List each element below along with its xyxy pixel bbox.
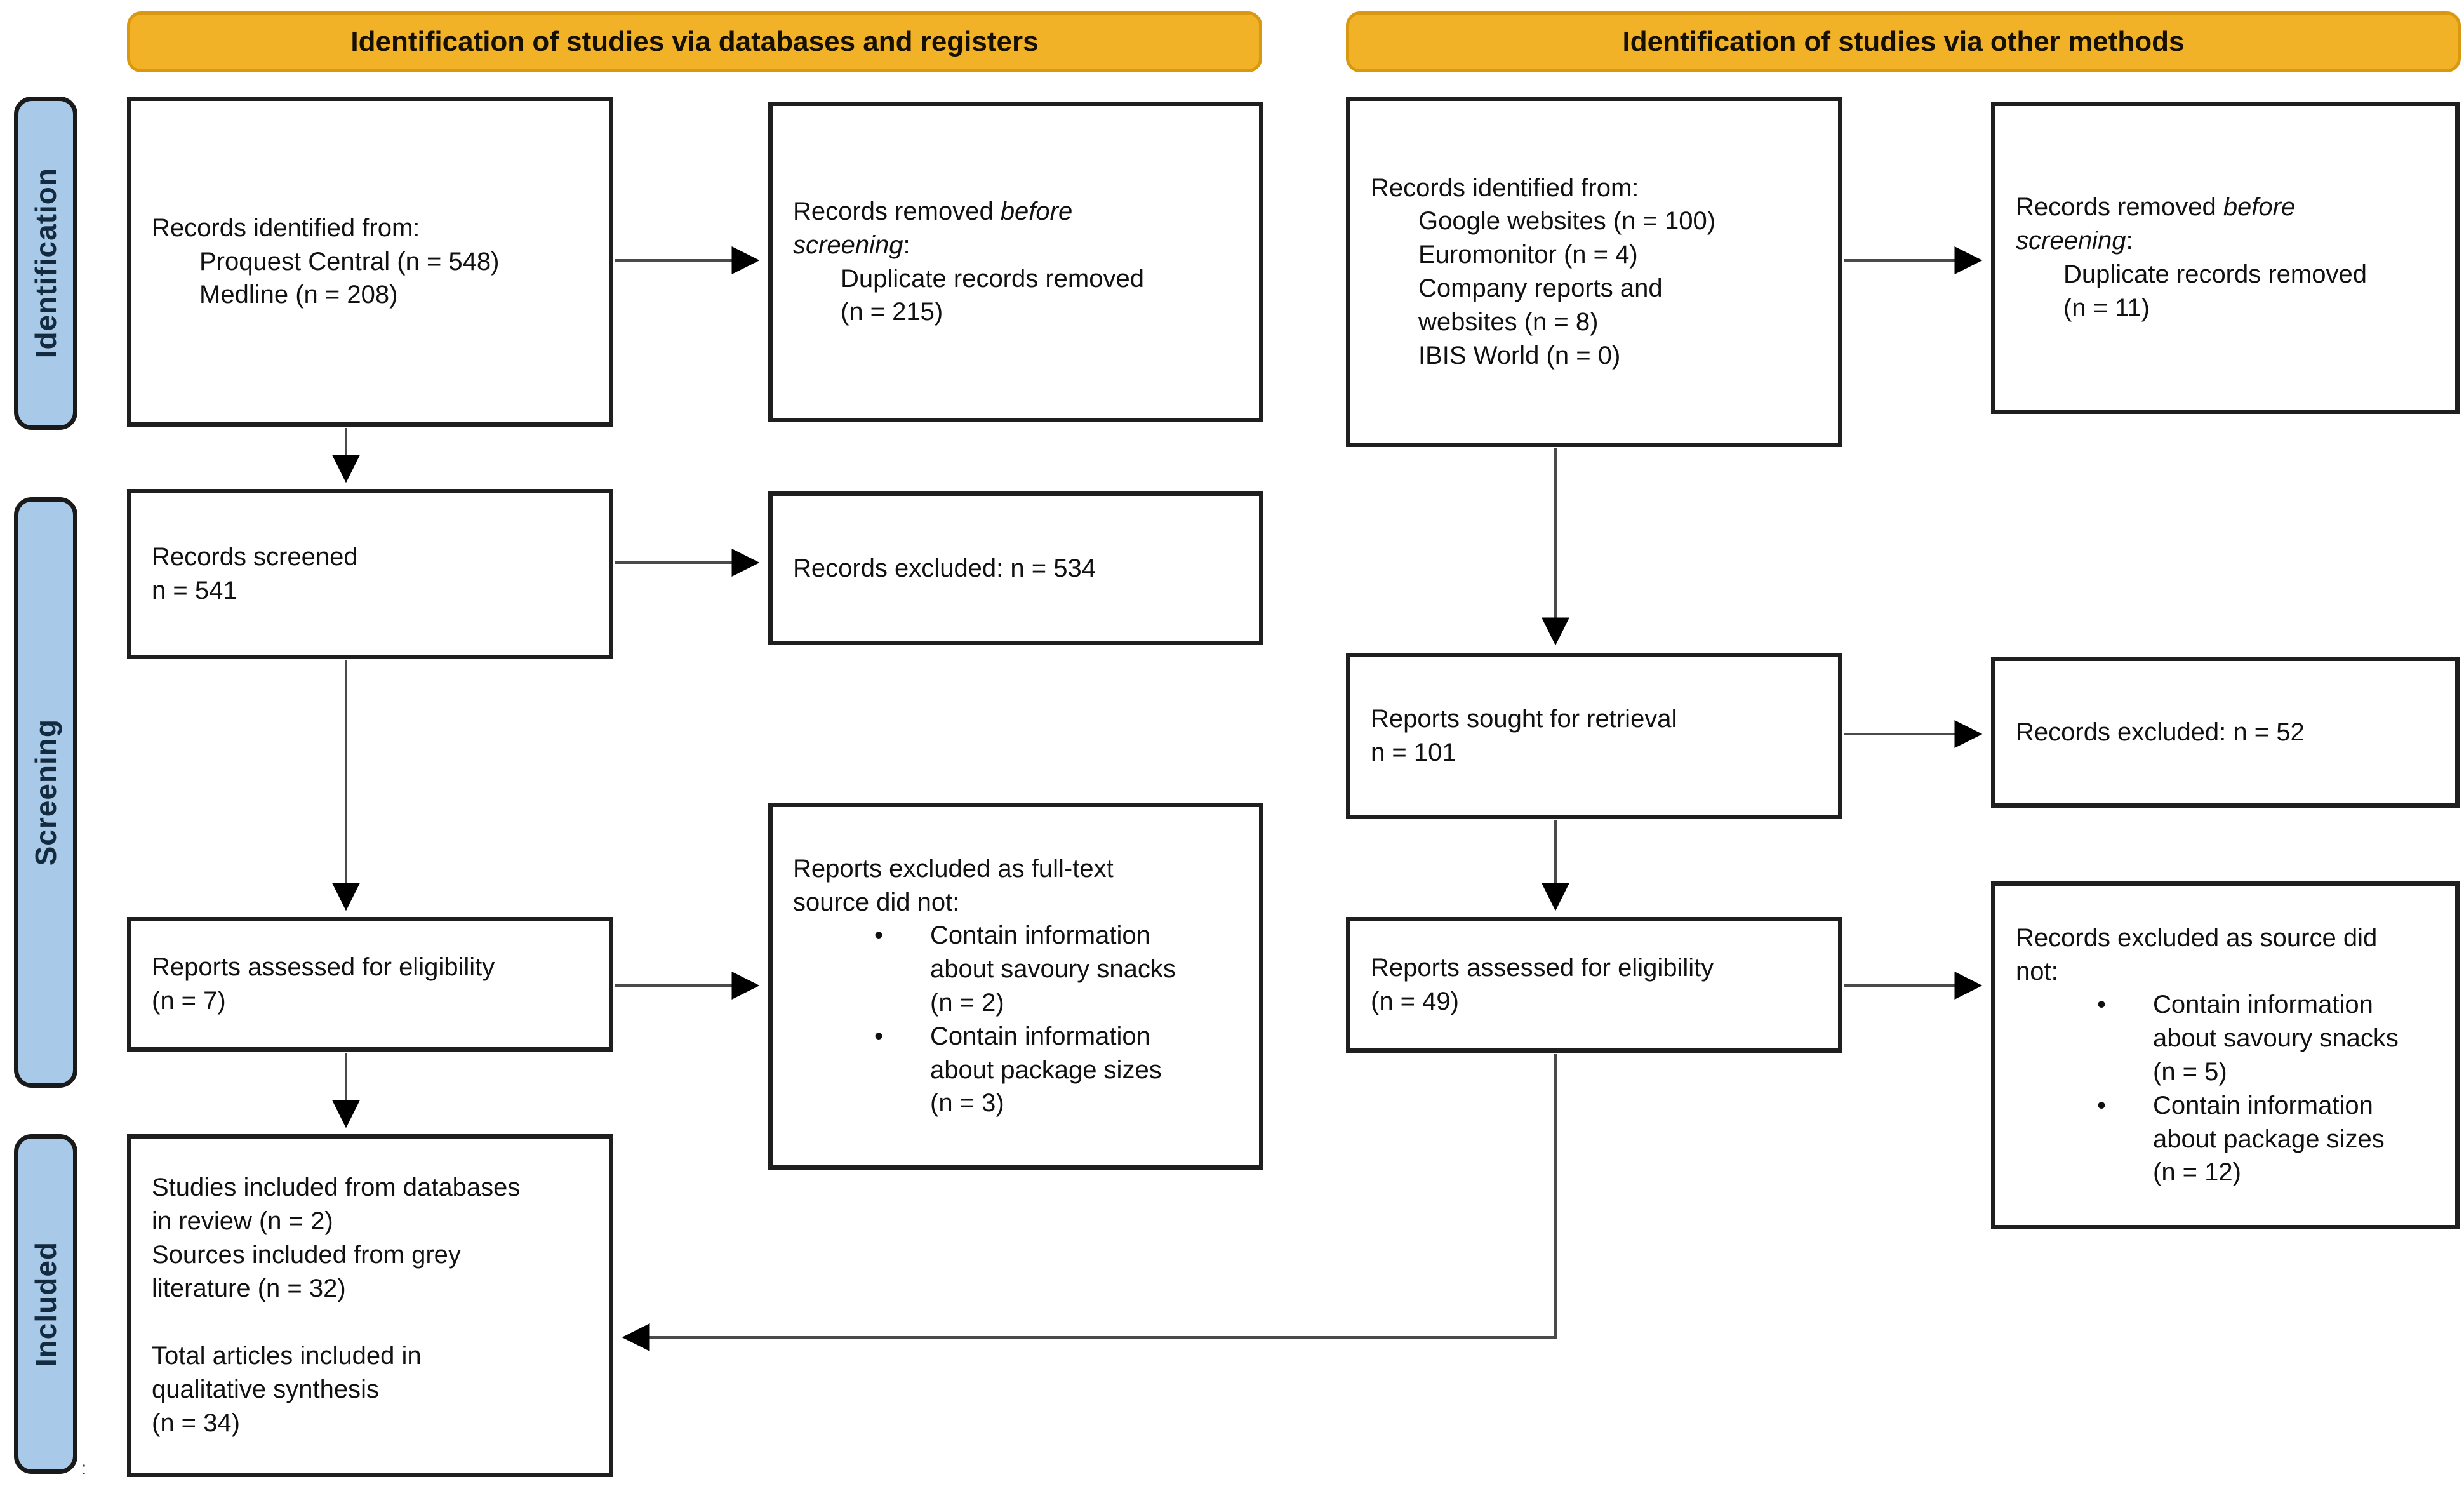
- stage-included: Included: [14, 1134, 77, 1474]
- box-text-line: IBIS World (n = 0): [1418, 341, 1621, 370]
- bullet-item: • Contain information about package size…: [793, 1020, 1244, 1120]
- banner-other-label: Identification of studies via other meth…: [1622, 26, 2185, 57]
- stage-screening-label: Screening: [29, 719, 62, 866]
- box-text-line: Records excluded: n = 534: [793, 554, 1096, 582]
- bullet-icon: •: [2097, 1091, 2107, 1120]
- box-text-line: Studies included from databases: [152, 1173, 521, 1202]
- box-text-line: literature (n = 32): [152, 1274, 346, 1302]
- box-text-line: (n = 215): [841, 298, 943, 326]
- box-text-line: Company reports and: [1418, 274, 1663, 302]
- box-records-identified-databases: Records identified from: Proquest Centra…: [127, 97, 613, 427]
- box-records-excluded-534: Records excluded: n = 534: [768, 491, 1263, 645]
- box-text-line: Proquest Central (n = 548): [199, 247, 500, 276]
- box-reports-assessed-left: Reports assessed for eligibility (n = 7): [127, 917, 613, 1052]
- box-text-line: Reports assessed for eligibility: [1371, 954, 1714, 982]
- box-text-line: (n = 11): [2063, 293, 2150, 322]
- stage-included-label: Included: [29, 1241, 62, 1367]
- box-text-line: not:: [2016, 957, 2058, 986]
- box-records-excluded-source: Records excluded as source did not: • Co…: [1991, 881, 2460, 1229]
- bullet-icon: •: [874, 1022, 884, 1050]
- bullet-icon: •: [874, 921, 884, 950]
- box-text-line: n = 541: [152, 577, 237, 605]
- box-text-line: screening:: [2016, 227, 2133, 255]
- box-text-line: (n = 34): [152, 1408, 240, 1437]
- box-records-screened: Records screened n = 541: [127, 489, 613, 659]
- box-text-line: Records identified from:: [1371, 173, 1639, 202]
- box-text-line: Records screened: [152, 543, 358, 572]
- box-records-removed-databases: Records removed before screening: Duplic…: [768, 102, 1263, 422]
- box-text-line: Euromonitor (n = 4): [1418, 241, 1638, 269]
- box-records-identified-other: Records identified from: Google websites…: [1346, 97, 1842, 447]
- box-text-line: Total articles included in: [152, 1342, 422, 1370]
- stage-identification: Identification: [14, 97, 77, 430]
- box-reports-assessed-right: Reports assessed for eligibility (n = 49…: [1346, 917, 1842, 1053]
- bullet-icon: •: [2097, 991, 2107, 1019]
- box-text-line: Reports assessed for eligibility: [152, 953, 495, 982]
- box-text-line: (n = 7): [152, 987, 226, 1015]
- box-text-line: Duplicate records removed: [2063, 260, 2367, 288]
- banner-databases-label: Identification of studies via databases …: [350, 26, 1039, 57]
- box-text-line: Records excluded as source did: [2016, 923, 2378, 952]
- box-text-line: Records excluded: n = 52: [2016, 718, 2305, 746]
- box-text-line: Sources included from grey: [152, 1240, 461, 1269]
- box-records-excluded-52: Records excluded: n = 52: [1991, 657, 2460, 808]
- box-text-line: Medline (n = 208): [199, 281, 398, 309]
- bullet-item: • Contain information about package size…: [2016, 1089, 2440, 1189]
- box-reports-sought: Reports sought for retrieval n = 101: [1346, 653, 1842, 819]
- box-text-line: Duplicate records removed: [841, 264, 1144, 293]
- box-text-line: Reports sought for retrieval: [1371, 705, 1677, 733]
- box-text-line: qualitative synthesis: [152, 1375, 379, 1404]
- box-text-line: source did not:: [793, 888, 960, 916]
- bullet-item: • Contain information about savoury snac…: [793, 919, 1244, 1019]
- box-records-removed-other: Records removed before screening: Duplic…: [1991, 102, 2460, 414]
- box-studies-included: Studies included from databases in revie…: [127, 1134, 613, 1477]
- box-text-line: in review (n = 2): [152, 1207, 333, 1235]
- box-text-line: Records identified from:: [152, 213, 420, 242]
- stray-colon-mark: :: [81, 1458, 87, 1479]
- box-text-line: websites (n = 8): [1418, 307, 1599, 336]
- box-text-line: Google websites (n = 100): [1418, 207, 1716, 236]
- box-text-line: Records removed before: [793, 197, 1073, 225]
- box-text-line: Records removed before: [2016, 193, 2296, 222]
- stage-identification-label: Identification: [29, 168, 62, 359]
- box-text-line: (n = 49): [1371, 987, 1459, 1015]
- banner-databases-registers: Identification of studies via databases …: [127, 11, 1262, 72]
- box-reports-excluded-fulltext: Reports excluded as full-text source did…: [768, 803, 1263, 1170]
- bullet-item: • Contain information about savoury snac…: [2016, 988, 2440, 1088]
- banner-other-methods: Identification of studies via other meth…: [1346, 11, 2461, 72]
- line-gap: [152, 1305, 594, 1339]
- box-text-line: n = 101: [1371, 739, 1456, 766]
- box-text-line: Reports excluded as full-text: [793, 854, 1114, 883]
- box-text-line: screening:: [793, 231, 910, 259]
- stage-screening: Screening: [14, 497, 77, 1088]
